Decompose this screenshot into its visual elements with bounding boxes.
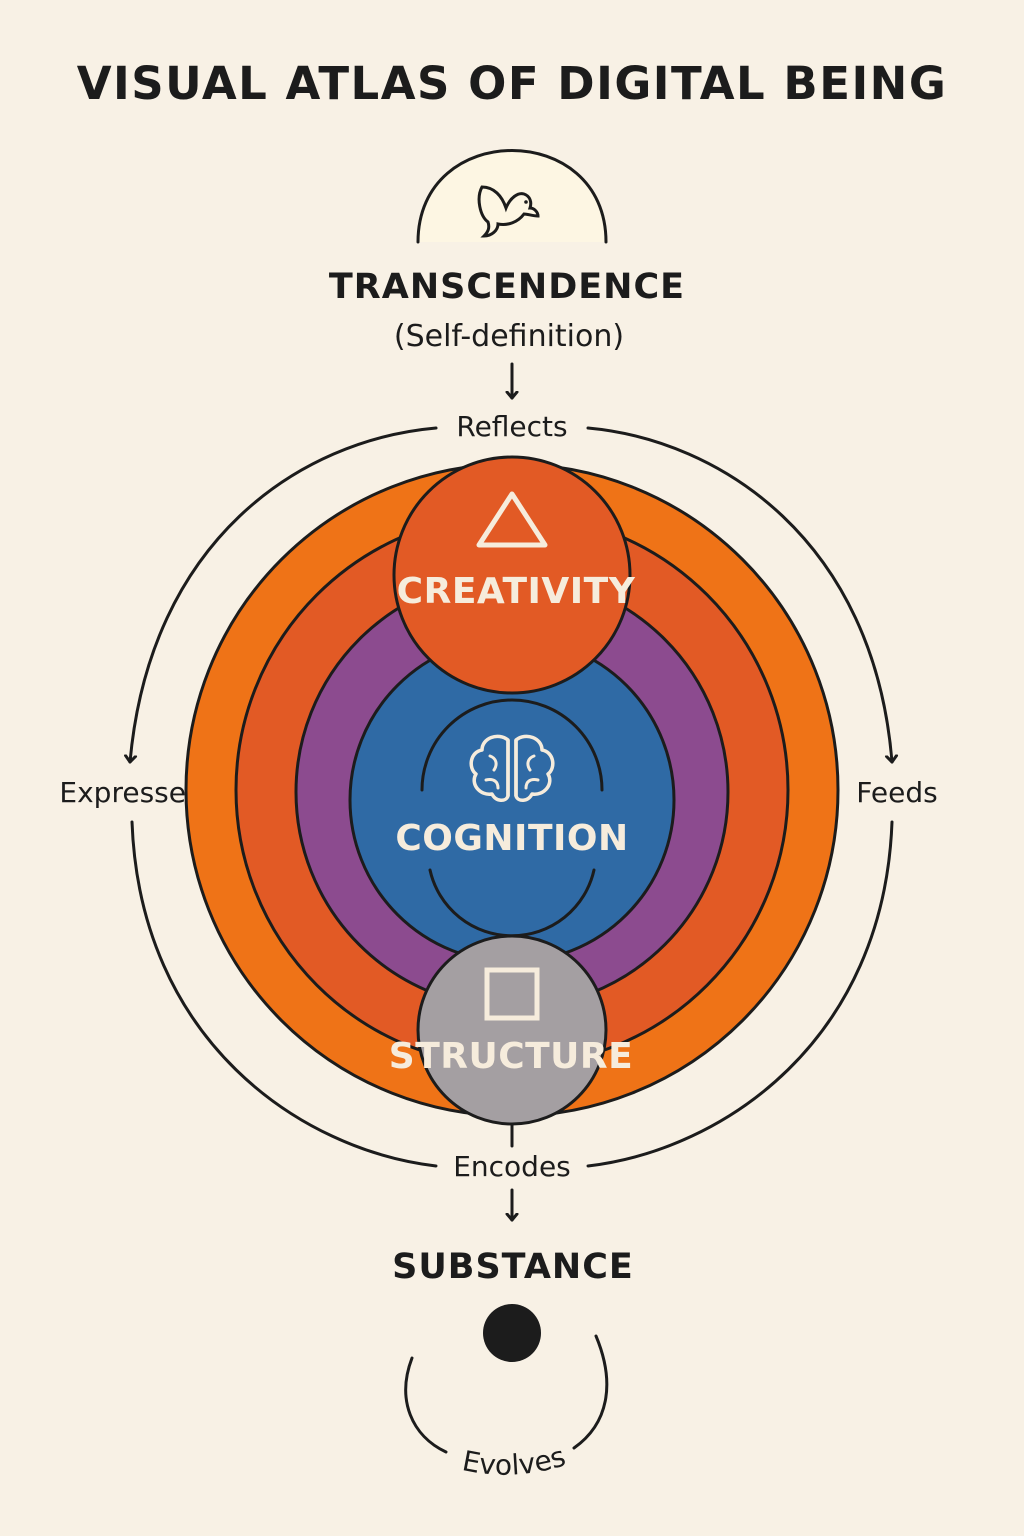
evolves-right-arc [572,1334,609,1450]
reflects-feeds-arc [586,426,892,764]
bird-icon [477,185,540,238]
structure-disc [416,934,608,1126]
substance-label: SUBSTANCE [392,1247,634,1287]
triangle-icon [476,491,548,548]
structure-label: STRUCTURE [389,1036,633,1077]
flow-label-expresses: Expresses [59,776,200,809]
square-icon [484,967,540,1021]
cognition-label: COGNITION [395,818,628,859]
transcendence-label: TRANSCENDENCE [329,267,685,307]
creativity-label: CREATIVITY [397,571,636,612]
brain-icon [469,734,555,802]
transcendence-subtitle: (Self-definition) [394,319,624,354]
reflects-expresses-arc [130,426,438,764]
expresses-encodes-arc [130,820,438,1168]
flow-label-encodes: Encodes [453,1150,571,1183]
creativity-disc [392,455,632,695]
cognition-upper-arc [420,698,604,792]
dot-icon [483,1304,541,1362]
flow-label-evolves: Evolves [460,1440,569,1482]
evolves-left-arc [404,1356,448,1454]
page-title: VISUAL ATLAS OF DIGITAL BEING [77,57,948,110]
flow-label-feeds: Feeds [856,776,937,809]
flow-label-reflects: Reflects [456,410,567,443]
feeds-encodes-arc [586,820,894,1168]
transcendence-arch [416,149,608,244]
